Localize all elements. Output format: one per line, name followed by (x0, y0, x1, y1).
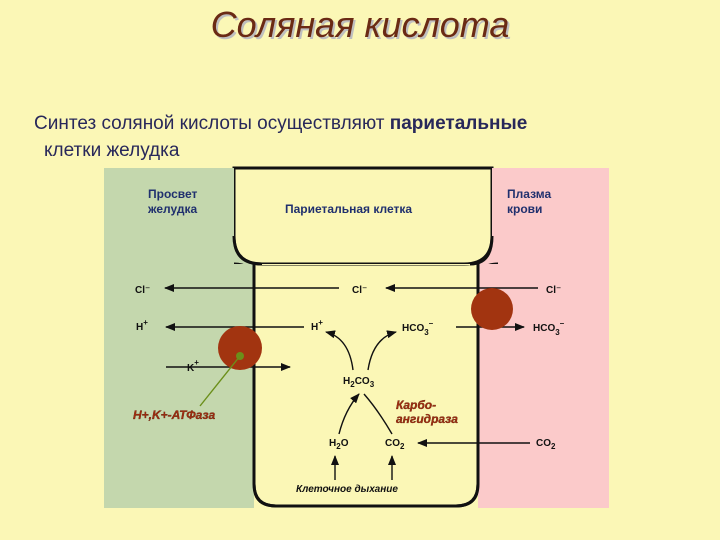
h-dissociation-arrow (325, 330, 354, 371)
anion-exchanger (471, 288, 513, 330)
respiration-label: Клеточное дыхание (296, 484, 398, 495)
slide-title: Соляная кислота (210, 4, 510, 45)
h-mid: H+ (311, 318, 323, 333)
slide-subtitle: Синтез соляной кислоты осуществляют пари… (34, 110, 684, 164)
hco3-mid: HCO3– (402, 319, 434, 337)
plasma-label-1: Плазма (507, 187, 551, 201)
atpase-pump (218, 326, 262, 370)
co2-right: CO2 (536, 438, 556, 451)
h2o: H2O (329, 438, 349, 451)
plasma-label-2: крови (507, 202, 542, 216)
lumen-label-2: желудка (147, 202, 197, 216)
subtitle-text: Синтез соляной кислоты осуществляют (34, 113, 390, 134)
atpase-pointer (199, 355, 241, 407)
h-left: H+ (136, 318, 148, 333)
carbo-label-2: ангидраза (396, 412, 458, 426)
cell-top-membrane (232, 166, 494, 266)
h2o-to-h2co3-arrow (338, 393, 360, 435)
h2co3: H2CO3 (343, 376, 375, 389)
cl-right: Cl⁻ (546, 285, 561, 296)
k-ion: K+ (187, 358, 199, 374)
carbo-label-1: Карбо- (396, 398, 436, 412)
cell-label: Париетальная клетка (285, 202, 412, 216)
cl-left: Cl⁻ (135, 285, 150, 296)
lumen-label-1: Просвет (148, 187, 198, 201)
subtitle-bold: париетальные (389, 113, 528, 134)
cl-mid: Cl⁻ (352, 285, 367, 296)
co2-mid: CO2 (385, 438, 405, 451)
co2-to-h2co3-arrow (363, 393, 393, 435)
hco3-dissociation-arrow (367, 330, 397, 371)
hco3-right: HCO3– (533, 319, 565, 337)
cell-membrane (252, 262, 499, 508)
atpase-label: H+,K+-АТФаза (133, 408, 215, 422)
subtitle-line2: клетки желудка (44, 140, 180, 161)
